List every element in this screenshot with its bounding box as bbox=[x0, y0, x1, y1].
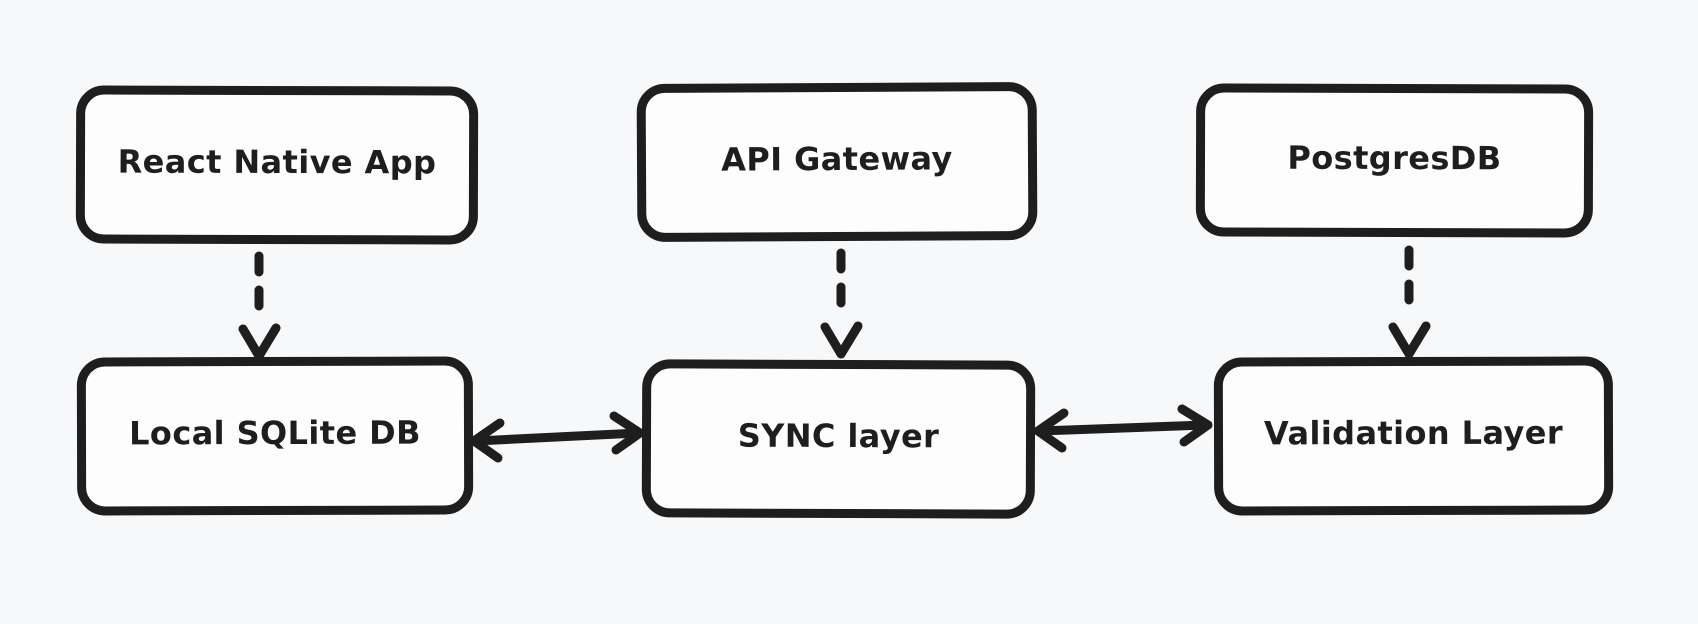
node-api-gateway: API Gateway bbox=[636, 81, 1038, 243]
node-local-sqlite-db: Local SQLite DB bbox=[76, 356, 474, 516]
arrowhead-right-icon bbox=[1177, 404, 1213, 447]
node-label: Local SQLite DB bbox=[129, 413, 421, 453]
edge-api-gateway-to-sync-layer bbox=[820, 248, 863, 359]
arrowhead-down-icon bbox=[1388, 321, 1431, 359]
arrowhead-left-icon bbox=[1033, 408, 1069, 453]
arrowhead-right-icon bbox=[609, 411, 645, 455]
node-validation-layer: Validation Layer bbox=[1213, 356, 1614, 516]
node-label: SYNC layer bbox=[737, 416, 940, 456]
edge-postgresdb-to-validation-layer bbox=[1388, 245, 1431, 359]
node-postgresdb: PostgresDB bbox=[1195, 83, 1594, 238]
edge-sync-layer-validation-layer bbox=[1033, 404, 1213, 453]
arrowhead-left-icon bbox=[469, 418, 505, 463]
edge-local-sqlite-db-sync-layer bbox=[469, 411, 645, 463]
arrowhead-down-icon bbox=[238, 323, 281, 361]
node-react-native-app: React Native App bbox=[75, 85, 479, 245]
node-label: API Gateway bbox=[721, 139, 953, 179]
node-label: React Native App bbox=[117, 142, 437, 182]
edge-react-native-app-to-local-sqlite-db bbox=[238, 251, 281, 361]
node-sync-layer: SYNC layer bbox=[641, 359, 1036, 519]
arrowhead-down-icon bbox=[820, 321, 863, 359]
node-label: Validation Layer bbox=[1263, 413, 1564, 453]
node-label: PostgresDB bbox=[1287, 138, 1502, 177]
